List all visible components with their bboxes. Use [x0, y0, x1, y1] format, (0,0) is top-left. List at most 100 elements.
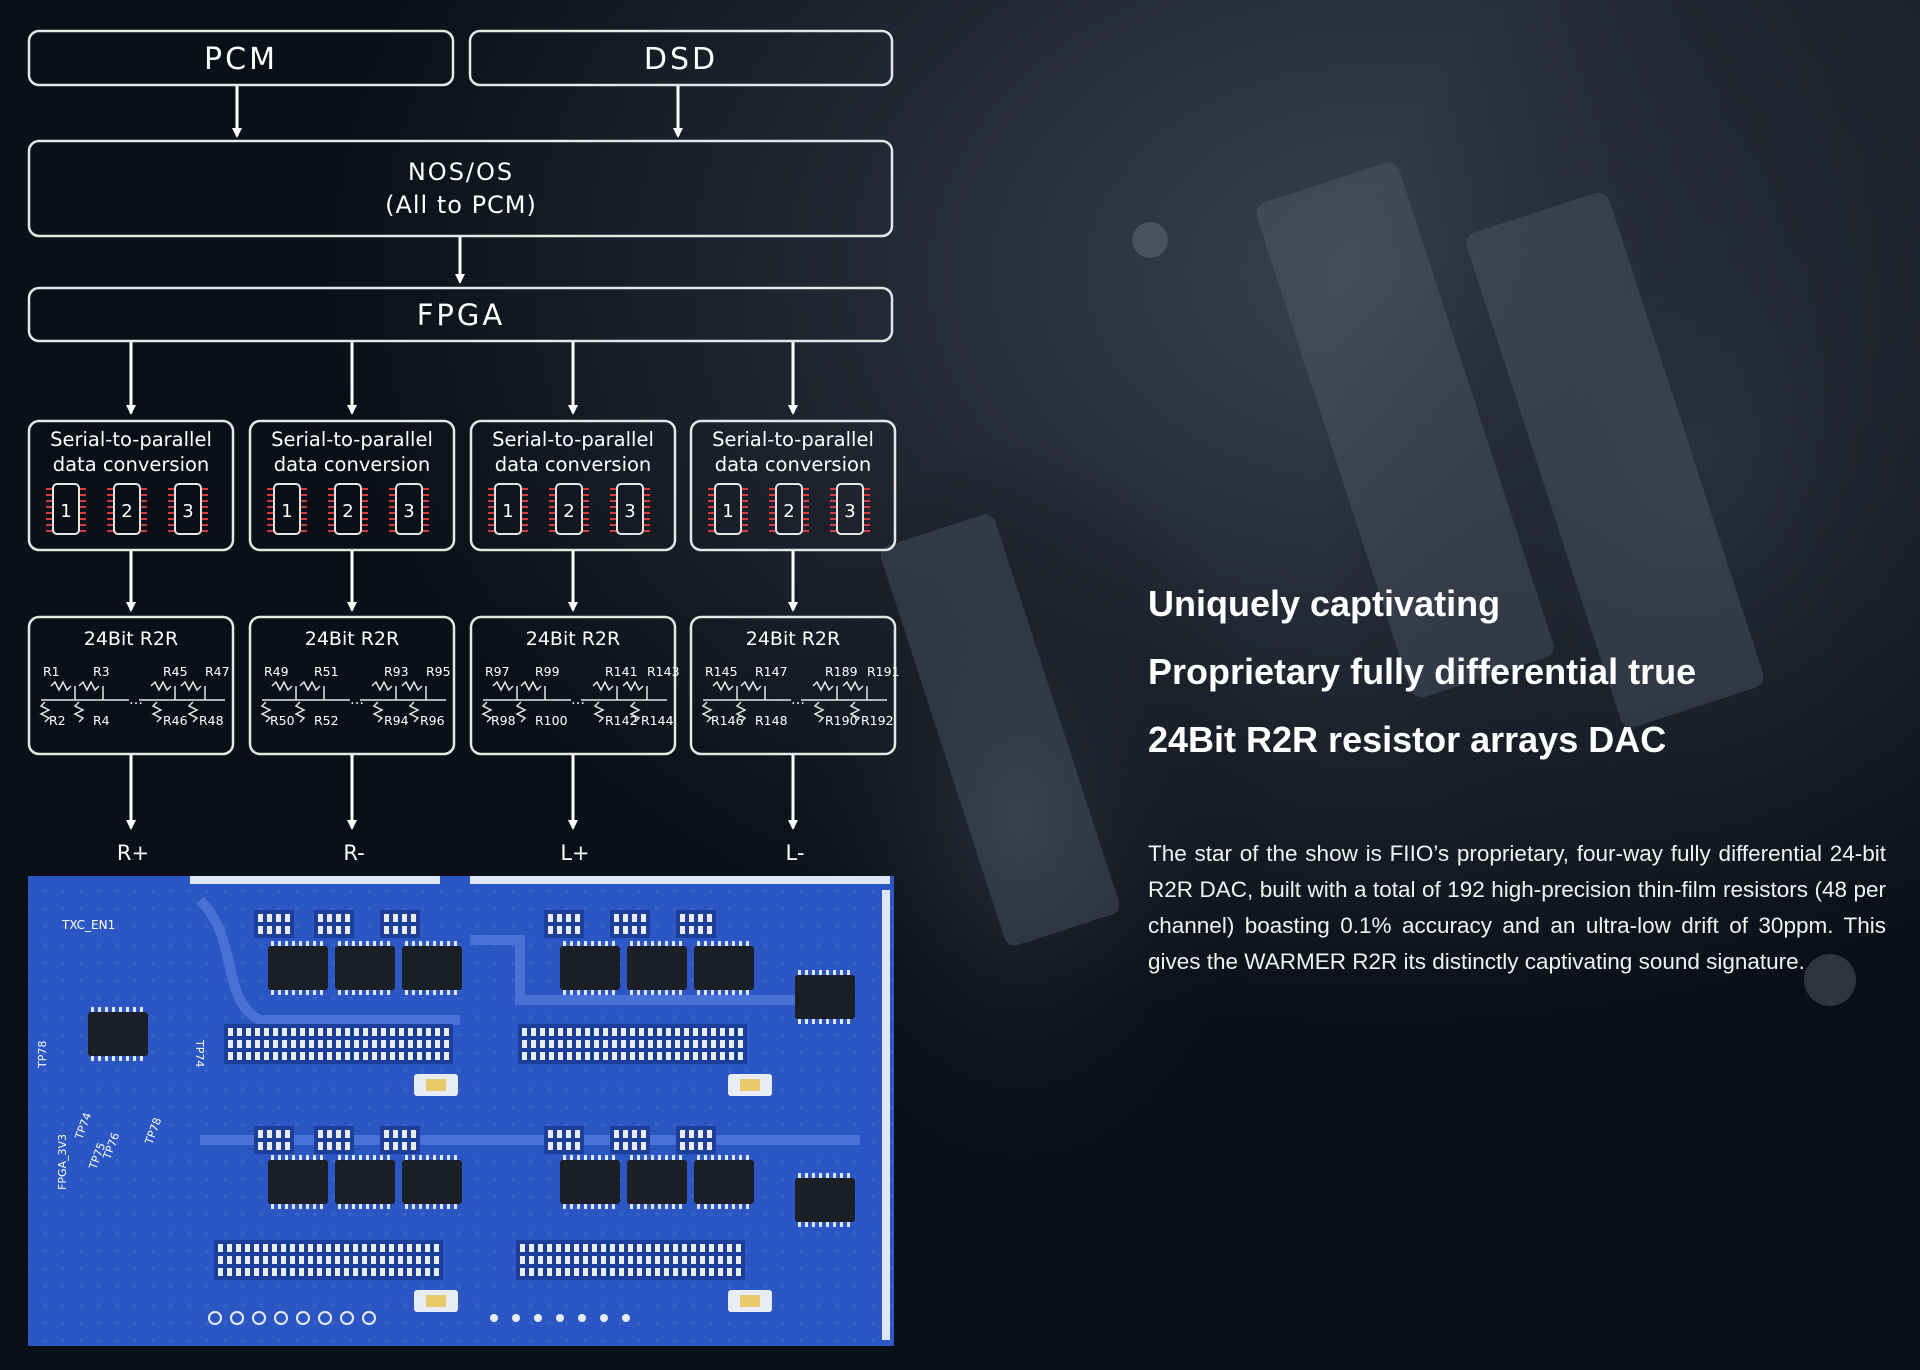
resistor-label-top: R147: [755, 664, 788, 679]
resistor-label-top: R191: [867, 664, 900, 679]
resistor-label-bottom: R192: [861, 713, 894, 728]
dac-signal-flow-diagram: PCM DSD NOS/OS (All to PCM) FPGA Serial-…: [27, 29, 900, 1346]
pcb-resistor-array: [254, 910, 294, 938]
pcb-test-point: [296, 1311, 310, 1325]
chip-number: 3: [844, 501, 855, 522]
chip-2: 2: [549, 483, 589, 535]
converter-subtitle: data conversion: [53, 453, 210, 476]
ladder-ellipsis: …: [791, 692, 805, 708]
pcb-resistor-array: [314, 910, 354, 938]
resistor-label-bottom: R52: [314, 713, 339, 728]
pcb-ic-chip: [88, 1007, 148, 1061]
pcb-ic-chip: [268, 1155, 328, 1209]
pcb-test-point: [578, 1314, 586, 1322]
chip-number: 1: [281, 501, 292, 522]
pcb-ic-chip: [795, 970, 855, 1024]
chip-number: 3: [624, 501, 635, 522]
chip-3: 3: [610, 483, 650, 535]
pcb-ic-chip: [795, 1173, 855, 1227]
pcb-label-fpga-3v3: FPGA_3V3: [56, 1134, 69, 1190]
output-label-1: R+: [117, 841, 149, 865]
resistor-label-bottom: R146: [711, 713, 744, 728]
input-pcm-box: PCM: [27, 29, 455, 87]
resistor-label-top: R3: [93, 664, 110, 679]
input-dsd-label: DSD: [644, 42, 718, 77]
pcb-crystal: [728, 1290, 772, 1312]
converter-subtitle: data conversion: [274, 453, 431, 476]
output-label-4: L-: [786, 841, 805, 865]
resistor-label-bottom: R2: [49, 713, 66, 728]
pcb-resistor-array: [676, 1126, 716, 1154]
pcb-resistor-array: [224, 1024, 453, 1064]
resistor-label-bottom: R100: [535, 713, 568, 728]
pcb-ic-chip: [560, 1155, 620, 1209]
input-dsd-box: DSD: [468, 29, 894, 87]
pcb-ic-chip: [335, 1155, 395, 1209]
resistor-label-top: R143: [647, 664, 680, 679]
resistor-label-bottom: R98: [491, 713, 516, 728]
headline-line-3: 24Bit R2R resistor arrays DAC: [1148, 719, 1667, 760]
pcb-resistor-array: [518, 1024, 747, 1064]
r2r-title: 24Bit R2R: [305, 628, 399, 650]
pcb-test-point: [230, 1311, 244, 1325]
pcb-test-point: [252, 1311, 266, 1325]
resistor-label-bottom: R148: [755, 713, 788, 728]
converter-subtitle: data conversion: [495, 453, 652, 476]
resistor-label-top: R51: [314, 664, 339, 679]
chip-number: 2: [342, 501, 353, 522]
resistor-label-top: R93: [384, 664, 409, 679]
resistor-label-bottom: R4: [93, 713, 110, 728]
pcb-resistor-array: [676, 910, 716, 938]
pcb-resistor-array: [214, 1240, 443, 1280]
pcb-resistor-array: [254, 1126, 294, 1154]
chip-number: 3: [403, 501, 414, 522]
feature-copy: Uniquely captivating Proprietary fully d…: [1148, 570, 1886, 980]
pcb-label-tp74-right: TP74: [193, 1039, 206, 1067]
chip-number: 2: [563, 501, 574, 522]
converter-title: Serial-to-parallel: [492, 428, 654, 451]
pcb-ic-chip: [694, 941, 754, 995]
resistor-label-top: R95: [426, 664, 451, 679]
headline-line-2: Proprietary fully differential true: [1148, 651, 1697, 692]
r2r-title: 24Bit R2R: [746, 628, 840, 650]
dac-pcb-board-image: TXC_EN1 TP78 TP74 FPGA_3V3 TP74 TP75 TP7…: [28, 876, 894, 1346]
pcb-test-point: [318, 1311, 332, 1325]
pcb-test-point: [490, 1314, 498, 1322]
pcb-resistor-array: [314, 1126, 354, 1154]
resistor-label-bottom: R142: [605, 713, 638, 728]
pcb-test-point: [512, 1314, 520, 1322]
ladder-ellipsis: …: [571, 692, 585, 708]
resistor-label-top: R99: [535, 664, 560, 679]
resistor-ladder-schematic: …: [701, 680, 887, 723]
resistor-label-bottom: R144: [641, 713, 674, 728]
pcb-label-txc-en1: TXC_EN1: [61, 918, 115, 932]
resistor-ladder-schematic: …: [39, 680, 225, 723]
ladder-ellipsis: …: [350, 692, 364, 708]
resistor-ladder-schematic: …: [260, 680, 446, 723]
chip-3: 3: [389, 483, 429, 535]
pcb-ic-chip: [694, 1155, 754, 1209]
pcb-test-point: [208, 1311, 222, 1325]
chip-number: 1: [722, 501, 733, 522]
pcb-test-point: [274, 1311, 288, 1325]
pcb-crystal: [414, 1074, 458, 1096]
fpga-label: FPGA: [417, 298, 505, 332]
nos-os-title: NOS/OS: [408, 158, 514, 186]
pcb-resistor-array: [544, 1126, 584, 1154]
resistor-label-top: R97: [485, 664, 510, 679]
nos-os-box: NOS/OS (All to PCM): [27, 139, 894, 238]
chip-1: 1: [708, 483, 748, 535]
resistor-label-bottom: R50: [270, 713, 295, 728]
converter-subtitle: data conversion: [715, 453, 872, 476]
pcb-resistor-array: [610, 1126, 650, 1154]
pcb-ic-chip: [560, 941, 620, 995]
resistor-label-bottom: R94: [384, 713, 409, 728]
resistor-label-top: R189: [825, 664, 858, 679]
resistor-label-top: R45: [163, 664, 188, 679]
fpga-box: FPGA: [27, 286, 894, 343]
